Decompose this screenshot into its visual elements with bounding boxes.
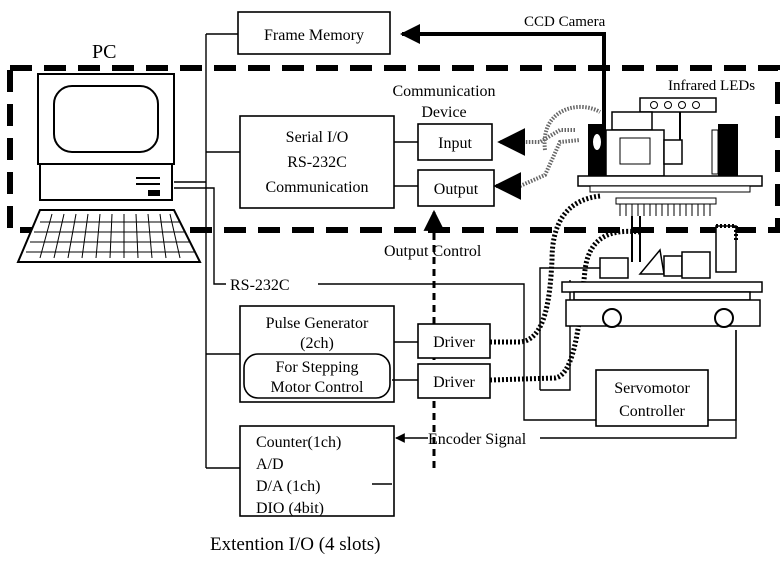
servo-controller-box [595,369,709,427]
output-ir-signal-a [496,138,581,188]
pulse-generator-line2: (2ch) [300,335,334,352]
stepping-motor-inner-box [243,353,391,399]
output-box [417,169,495,207]
ir-beam-arc [542,104,602,151]
pulse-generator-line1: Pulse Generator [266,315,369,332]
extension-io-box [239,425,395,517]
input-label: Input [438,135,472,152]
servo-right-line [708,330,737,421]
output-label: Output [434,181,479,198]
da-label: D/A (1ch) [256,478,320,495]
encoder-signal-label: Encoder Signal [428,431,527,448]
serial-io-box [239,115,395,209]
servo-motor-line-a [539,267,600,390]
dio-label: DIO (4bit) [256,500,324,517]
extension-io-caption: Extention I/O (4 slots) [210,534,380,555]
frame-memory-box [237,11,391,55]
encoder-signal-line [540,330,737,439]
input-box [417,123,493,161]
ccd-camera-signal-line [400,24,606,128]
stepping-line2: Motor Control [271,379,364,396]
servo-line2: Controller [619,403,685,420]
driver-box-2 [417,363,491,399]
ccd-camera-label: CCD Camera [524,14,606,30]
frame-memory-label: Frame Memory [264,27,364,44]
output-control-label: Output Control [384,243,482,260]
serial-io-line3: Communication [265,179,368,196]
serial-io-line2: RS-232C [287,154,347,171]
pc-boundary [7,65,780,233]
comm-device-line2: Device [421,104,466,121]
ad-label: A/D [256,456,284,473]
pc-computer-icon [16,73,202,263]
servo-line1: Servomotor [614,380,690,397]
servo-motor-line-b [540,280,571,391]
pc-label: PC [92,41,116,63]
stepping-line1: For Stepping [275,359,358,376]
bus-wiring [174,33,240,469]
comm-device-line1: Communication [392,83,495,100]
infrared-leds-label: Infrared LEDs [668,78,755,94]
driver-label-2: Driver [433,374,475,391]
input-ir-signal [497,128,575,156]
driver1-cable [490,193,601,345]
counter-label: Counter(1ch) [256,434,341,451]
rs232c-line [318,283,596,421]
serial-io-line1: Serial I/O [286,129,349,146]
robot-drawing [561,97,763,328]
rs232c-label: RS-232C [230,277,290,294]
driver-label-1: Driver [433,334,475,351]
